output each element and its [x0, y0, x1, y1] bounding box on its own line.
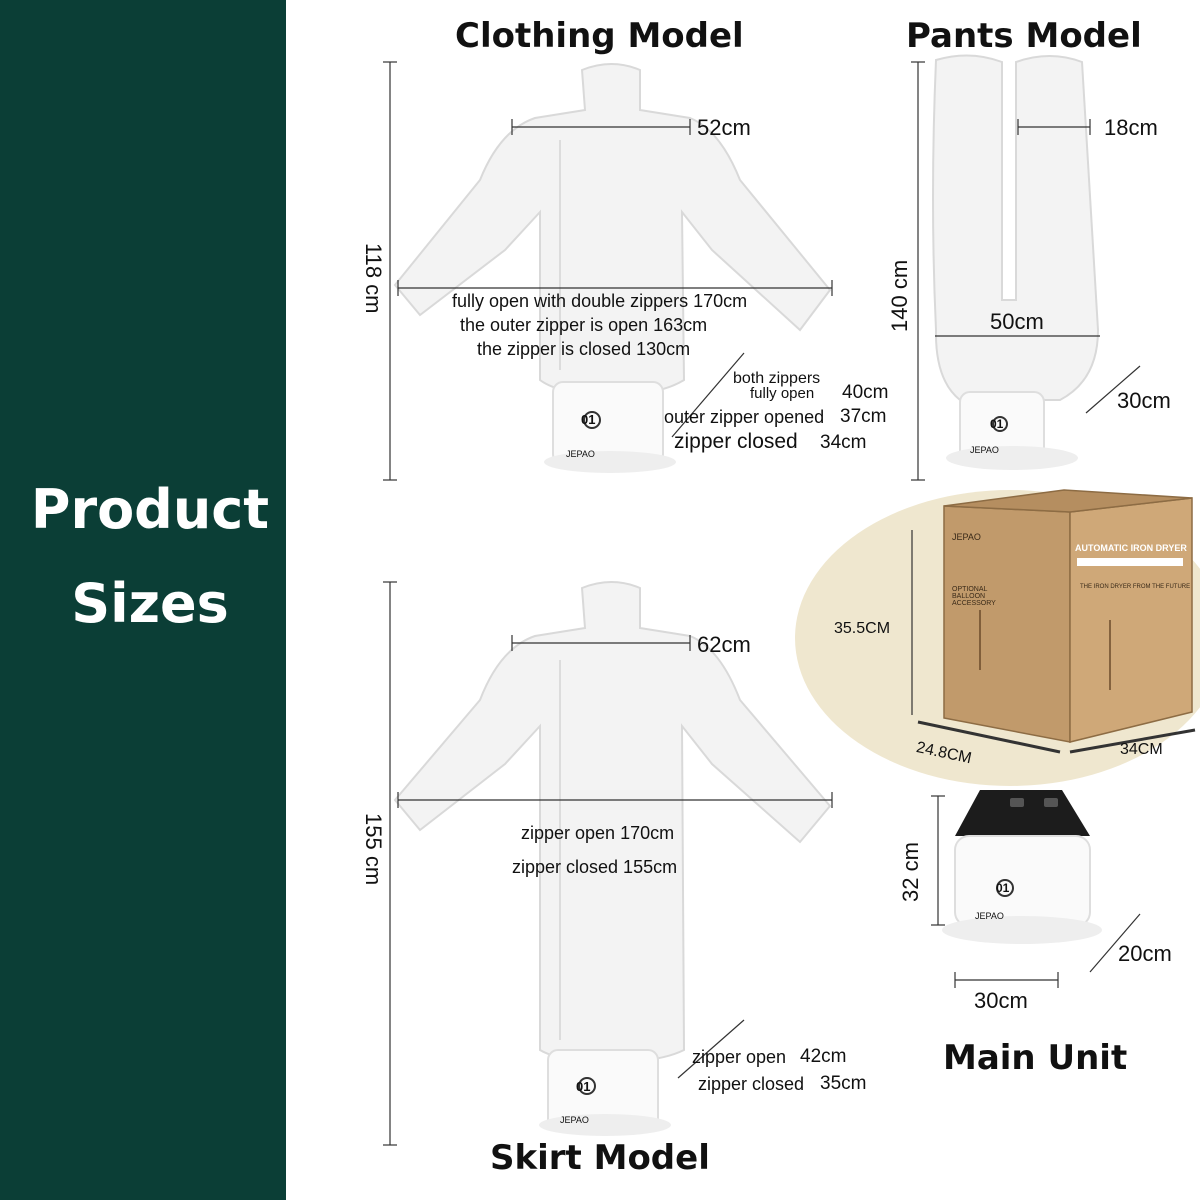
clothing-span-outer-open: the outer zipper is open 163cm — [460, 315, 708, 335]
box-slogan: THE IRON DRYER FROM THE FUTURE — [1080, 584, 1191, 590]
pants-depth-label: 30cm — [1117, 388, 1171, 413]
clothing-display-digits: 01 — [581, 412, 596, 427]
sidebar-title-line2: Sizes — [71, 572, 229, 635]
main-unit-depth-line — [1089, 913, 1141, 973]
pants-unit-brand: JEPAO — [970, 445, 999, 455]
box-height-label: 35.5CM — [834, 620, 891, 637]
skirt-height-label: 155 cm — [361, 813, 386, 886]
box-depth-line — [917, 720, 1061, 754]
box-width-line — [1069, 728, 1196, 754]
skirt-model-heading: Skirt Model — [490, 1138, 710, 1178]
skirt-depth-closed-value: 35cm — [820, 1073, 867, 1094]
clothing-depth-both-line1: both zippers — [733, 370, 821, 387]
main-unit-height-label: 32 cm — [898, 842, 923, 902]
sidebar-panel — [0, 0, 286, 1200]
box-brand: JEPAO — [952, 532, 981, 542]
pants-depth-line — [1085, 365, 1141, 414]
clothing-model-figure — [393, 63, 832, 473]
clothing-span-open-double: fully open with double zippers 170cm — [452, 291, 748, 311]
main-unit-brand: JEPAO — [975, 911, 1004, 921]
clothing-model-heading: Clothing Model — [455, 16, 744, 56]
pants-width-label: 50cm — [990, 309, 1044, 334]
main-unit-heading: Main Unit — [943, 1038, 1128, 1078]
box-accessory-text: OPTIONAL BALLOON ACCESSORY — [952, 586, 996, 607]
clothing-depth-closed-value: 34cm — [820, 432, 867, 453]
pants-height-label: 140 cm — [887, 259, 912, 332]
clothing-height-label: 118 cm — [361, 243, 386, 314]
clothing-shoulder-label: 52cm — [697, 115, 751, 140]
skirt-shoulder-label: 62cm — [697, 632, 751, 657]
main-unit-depth-label: 20cm — [1118, 941, 1172, 966]
skirt-span-open: zipper open 170cm — [521, 823, 675, 843]
clothing-depth-both-line2: fully open — [750, 385, 815, 402]
shipping-box — [943, 489, 1193, 743]
box-product-name: AUTOMATIC IRON DRYER — [1075, 543, 1187, 553]
pants-display-digits: 01 — [990, 417, 1004, 431]
sidebar-title-line1: Product — [30, 478, 270, 541]
clothing-span-closed: the zipper is closed 130cm — [477, 339, 691, 359]
pants-leg-width-label: 18cm — [1104, 115, 1158, 140]
clothing-unit-brand: JEPAO — [566, 449, 595, 459]
main-unit-figure — [942, 790, 1102, 944]
skirt-depth-closed: zipper closed — [698, 1074, 805, 1094]
skirt-span-closed: zipper closed 155cm — [512, 857, 678, 877]
pants-model-figure — [932, 54, 1100, 470]
clothing-depth-outer-value: 37cm — [840, 406, 887, 427]
skirt-depth-open-value: 42cm — [800, 1046, 847, 1067]
clothing-depth-both-value: 40cm — [842, 382, 889, 403]
skirt-depth-open: zipper open — [692, 1047, 787, 1067]
main-unit-width-label: 30cm — [974, 988, 1028, 1013]
clothing-depth-outer: outer zipper opened — [664, 407, 825, 427]
skirt-display-digits: 01 — [576, 1079, 591, 1094]
pants-model-heading: Pants Model — [906, 16, 1142, 56]
skirt-model-figure — [393, 581, 832, 1136]
clothing-depth-closed: zipper closed — [674, 430, 798, 453]
main-unit-display-digits: 01 — [996, 881, 1010, 895]
skirt-unit-brand: JEPAO — [560, 1115, 589, 1125]
clothing-depth-line — [671, 352, 745, 438]
skirt-depth-line — [677, 1019, 745, 1079]
box-width-label: 34CM — [1120, 741, 1163, 758]
